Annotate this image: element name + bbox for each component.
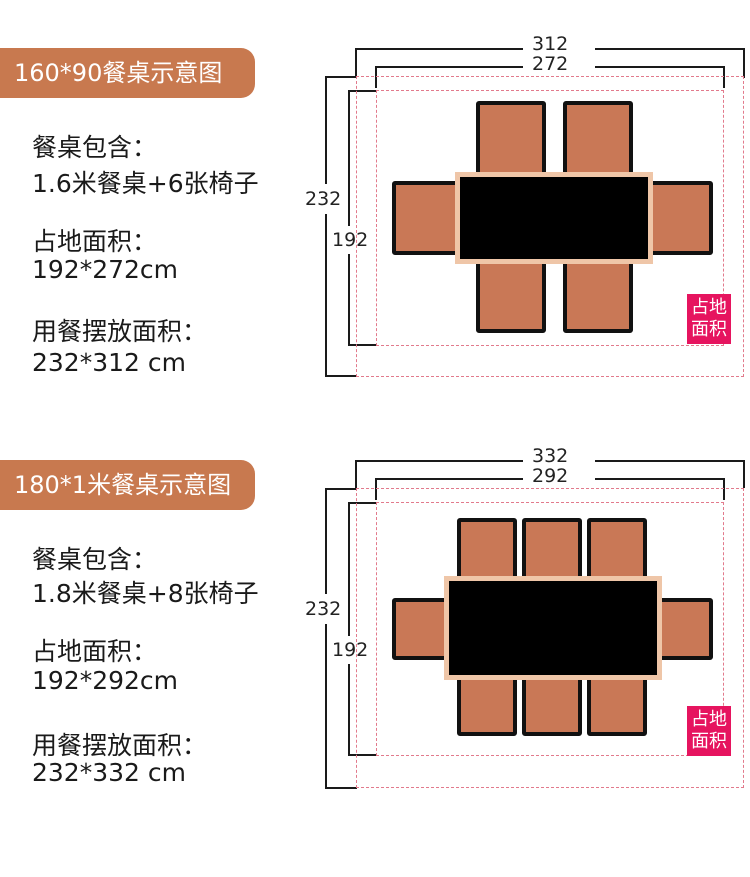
- inner-width-line-right: [595, 66, 725, 68]
- outer-height-tick-bottom: [325, 787, 357, 789]
- chair-top-right: [563, 101, 633, 177]
- outer-height-label: 232: [305, 598, 342, 620]
- outer-width-tick-right: [743, 460, 745, 488]
- outer-height-line-bottom: [325, 214, 327, 376]
- inner-height-tick-bottom: [348, 754, 376, 756]
- outer-width-tick-left: [355, 48, 357, 78]
- outer-height-line-bottom: [325, 624, 327, 788]
- floor-area-badge: 占地面积: [687, 294, 731, 344]
- chair-bottom-left: [476, 259, 546, 333]
- outer-width-line-right: [595, 460, 745, 462]
- floor-area-badge: 占地面积: [687, 706, 731, 756]
- floor-area-outline: [376, 90, 724, 346]
- dining-table: [444, 576, 662, 680]
- inner-width-line-left: [375, 66, 523, 68]
- chair-top-1: [457, 518, 517, 584]
- chair-left-end: [392, 598, 450, 660]
- outer-width-label: 312: [532, 33, 569, 55]
- inner-height-line-top: [348, 90, 350, 226]
- outer-height-line-top: [325, 76, 327, 184]
- outer-width-tick-right: [743, 48, 745, 78]
- inner-height-tick-top: [348, 502, 376, 504]
- inner-width-tick-left: [375, 478, 377, 500]
- floor-area-label: 占地面积：: [32, 637, 158, 666]
- chair-top-2: [522, 518, 582, 584]
- outer-height-tick-top: [325, 76, 357, 78]
- floor-area-outline: [376, 502, 724, 756]
- outer-width-line-left: [355, 460, 523, 462]
- outer-height-tick-bottom: [325, 375, 357, 377]
- chair-bottom-right: [563, 259, 633, 333]
- inner-height-line-bottom: [348, 664, 350, 756]
- outer-height-tick-top: [325, 488, 357, 490]
- chair-top-left: [476, 101, 546, 177]
- section-title: 180*1米餐桌示意图: [0, 460, 255, 510]
- diagram-section-180: 180*1米餐桌示意图 餐桌包含： 1.8米餐桌+8张椅子 占地面积： 192*…: [0, 410, 750, 877]
- inner-width-tick-right: [723, 66, 725, 88]
- inner-height-label: 192: [332, 639, 369, 661]
- dining-area-outline: [356, 76, 744, 377]
- inner-height-label: 192: [332, 229, 369, 251]
- chair-top-3: [587, 518, 647, 584]
- inner-width-line-right: [595, 478, 725, 480]
- section-title: 160*90餐桌示意图: [0, 48, 255, 98]
- dining-table: [455, 172, 653, 264]
- inner-width-label: 292: [532, 465, 569, 487]
- inner-height-line-bottom: [348, 254, 350, 346]
- dining-area-outline: [356, 488, 744, 788]
- dining-area-label: 用餐摆放面积：: [32, 317, 208, 346]
- inner-width-tick-right: [723, 478, 725, 500]
- outer-width-line-left: [355, 48, 523, 50]
- dining-area-value: 232*332 cm: [32, 758, 186, 787]
- inner-height-tick-top: [348, 90, 376, 92]
- outer-height-label: 232: [305, 188, 342, 210]
- inner-width-label: 272: [532, 53, 569, 75]
- includes-value: 1.8米餐桌+8张椅子: [32, 579, 259, 608]
- diagram-section-160: 160*90餐桌示意图 餐桌包含： 1.6米餐桌+6张椅子 占地面积： 192*…: [0, 0, 750, 410]
- includes-label: 餐桌包含：: [32, 133, 158, 162]
- outer-width-tick-left: [355, 460, 357, 488]
- chair-right-end: [645, 181, 713, 255]
- floor-area-label: 占地面积：: [32, 227, 158, 256]
- includes-value: 1.6米餐桌+6张椅子: [32, 169, 259, 198]
- floor-area-value: 192*292cm: [32, 666, 179, 695]
- inner-width-line-left: [375, 478, 523, 480]
- inner-height-line-top: [348, 502, 350, 636]
- outer-height-line-top: [325, 488, 327, 594]
- dining-area-label: 用餐摆放面积：: [32, 731, 208, 760]
- outer-width-line-right: [595, 48, 745, 50]
- outer-width-label: 332: [532, 445, 569, 467]
- inner-width-tick-left: [375, 66, 377, 88]
- floor-area-value: 192*272cm: [32, 255, 179, 284]
- inner-height-tick-bottom: [348, 344, 376, 346]
- chair-right-end: [657, 598, 713, 660]
- chair-left-end: [392, 181, 460, 255]
- includes-label: 餐桌包含：: [32, 545, 158, 574]
- dining-area-value: 232*312 cm: [32, 348, 186, 377]
